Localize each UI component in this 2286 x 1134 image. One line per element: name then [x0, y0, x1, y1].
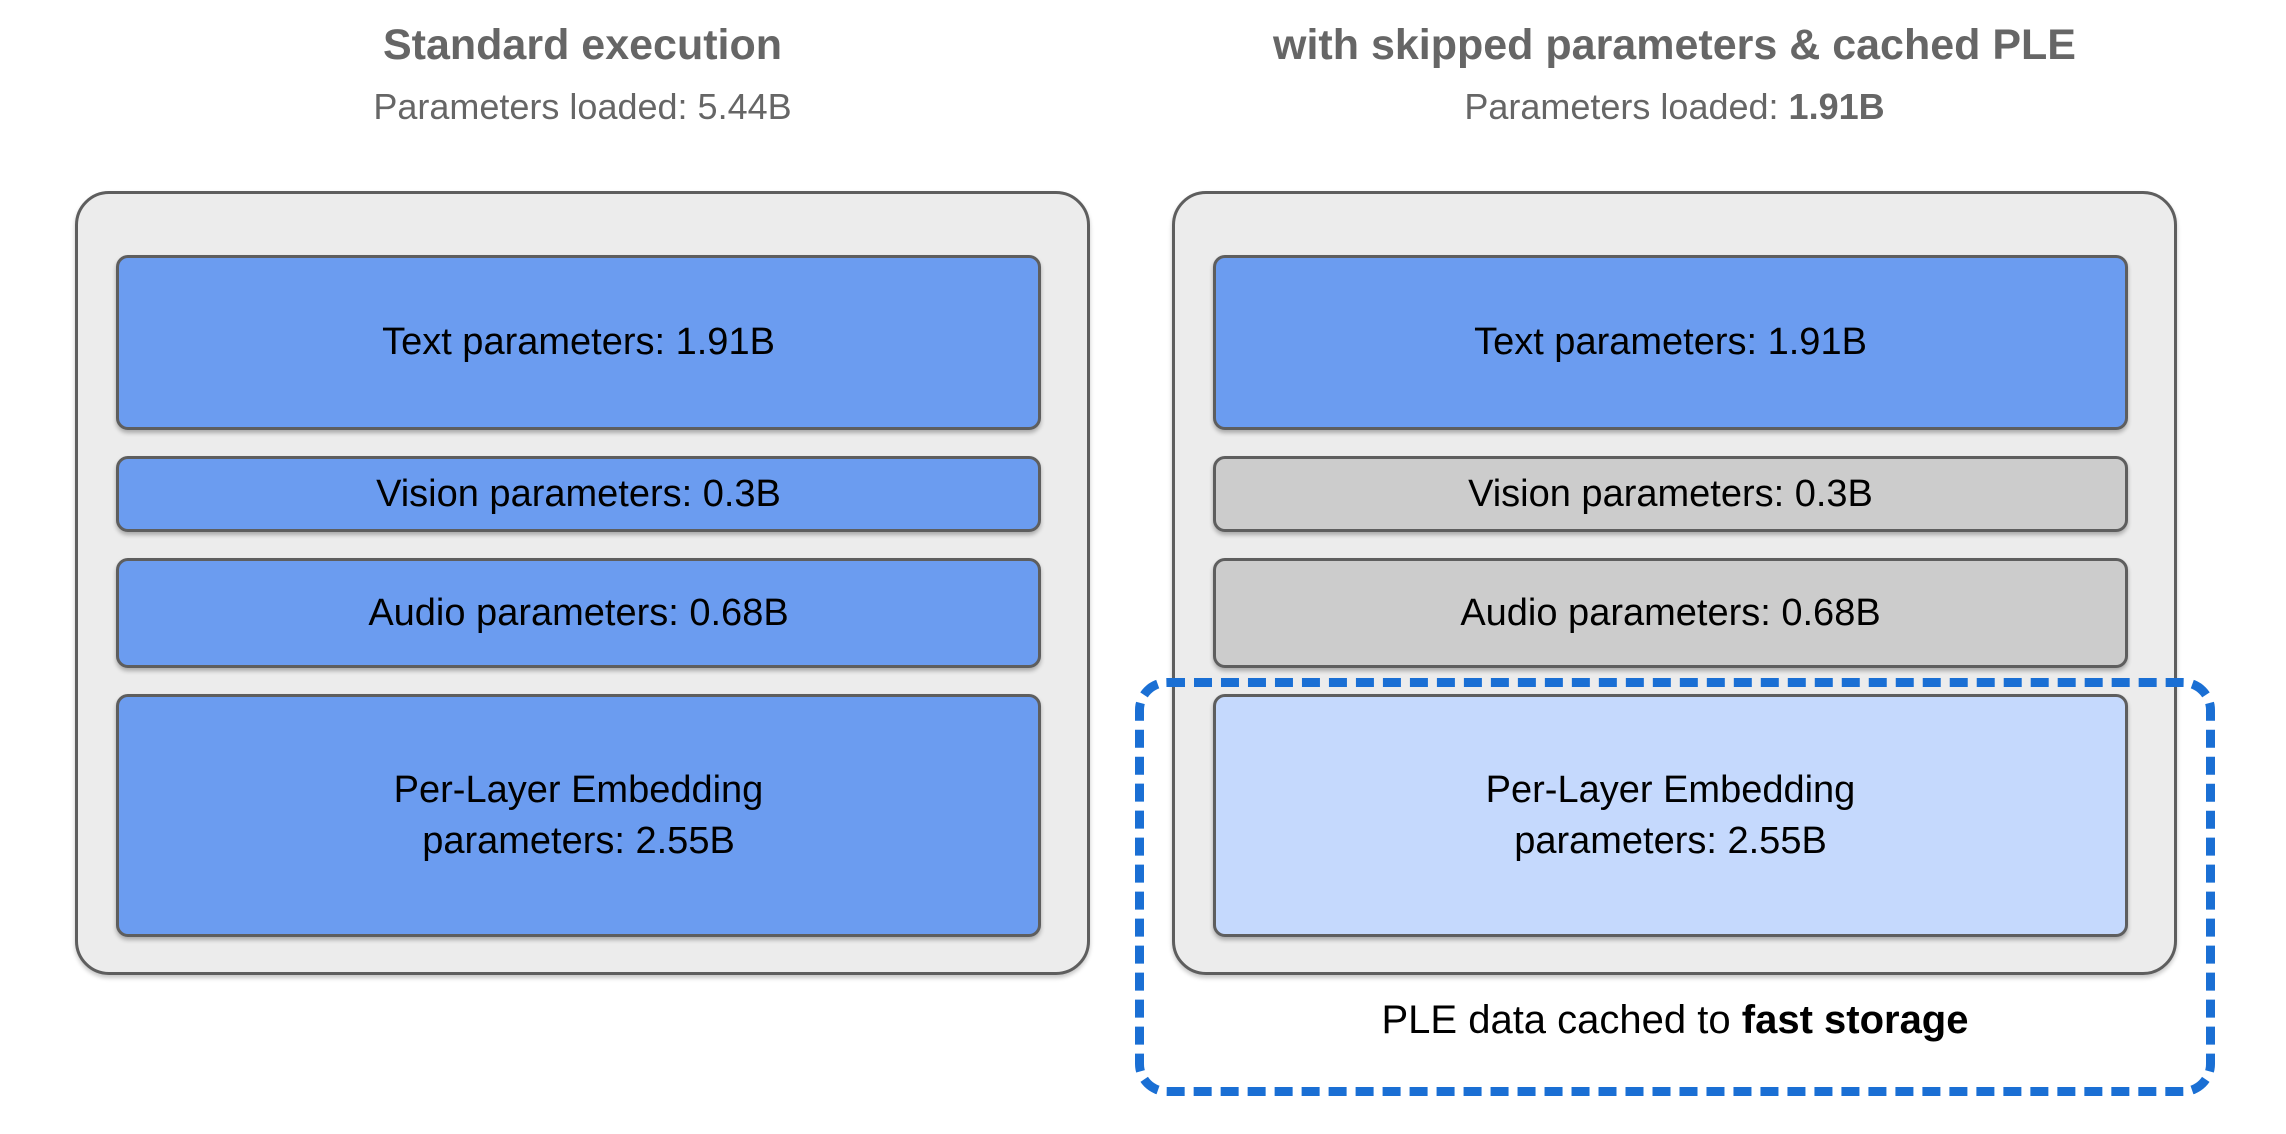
column-subtitle-optimized: Parameters loaded: 1.91B — [1172, 89, 2177, 125]
parameters-loaded-label-optimized: Parameters loaded: — [1464, 86, 1789, 127]
parameter-block-text-standard: Text parameters: 1.91B — [116, 255, 1041, 430]
parameter-block-text-optimized: Text parameters: 1.91B — [1213, 255, 2128, 430]
column-subtitle-standard: Parameters loaded: 5.44B — [75, 89, 1090, 125]
parameters-loaded-label-standard: Parameters loaded: — [373, 86, 698, 127]
column-title-standard: Standard execution — [382, 21, 783, 69]
parameter-block-vision-standard: Vision parameters: 0.3B — [116, 456, 1041, 532]
parameter-block-vision-optimized: Vision parameters: 0.3B — [1213, 456, 2128, 532]
parameters-loaded-value-optimized: 1.91B — [1788, 86, 1885, 127]
cached-ple-caption: PLE data cached to fast storage — [1135, 1000, 2215, 1040]
cached-ple-caption-emphasis: fast storage — [1741, 998, 1969, 1042]
memory-panel-standard: Text parameters: 1.91B Vision parameters… — [75, 191, 1090, 975]
memory-panel-optimized: Text parameters: 1.91B Vision parameters… — [1172, 191, 2177, 975]
column-heading-optimized: with skipped parameters & cached PLE Par… — [1172, 24, 2177, 125]
parameter-block-audio-optimized: Audio parameters: 0.68B — [1213, 558, 2128, 668]
parameters-loaded-value-standard: 5.44B — [697, 86, 792, 127]
column-heading-standard: Standard execution Parameters loaded: 5.… — [75, 24, 1090, 125]
parameter-block-audio-standard: Audio parameters: 0.68B — [116, 558, 1041, 668]
cached-ple-caption-prefix: PLE data cached to — [1381, 998, 1742, 1042]
column-title-optimized: with skipped parameters & cached PLE — [1273, 21, 2076, 69]
